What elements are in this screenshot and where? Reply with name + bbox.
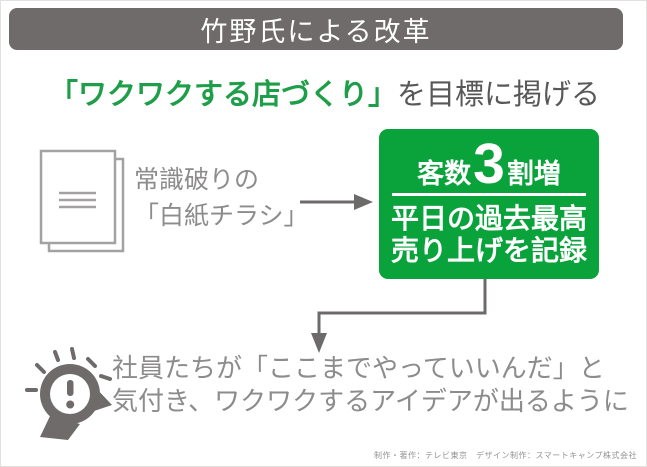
result-detail-line1: 平日の過去最高: [390, 203, 587, 234]
idea-head-exclamation-icon: [25, 347, 112, 440]
result-suffix: 割増: [506, 159, 561, 189]
elbow-arrow-down-icon: [311, 279, 487, 353]
result-headline: 客数 3 割増: [379, 129, 599, 193]
flyer-label-line1: 常識破りの: [134, 166, 260, 194]
page-title: 竹野氏による改革: [200, 16, 432, 47]
flyer-label-line2: 「白紙チラシ」: [134, 201, 309, 230]
result-number: 3: [473, 132, 505, 196]
arrow-right-icon: [300, 194, 373, 210]
result-divider: [392, 193, 586, 196]
result-detail-line2: 売り上げを記録: [390, 235, 587, 267]
result-detail: 平日の過去最高 売り上げを記録: [379, 203, 599, 268]
result-prefix: 客数: [417, 159, 472, 189]
flyer-label: 常識破りの 「白紙チラシ」: [134, 163, 309, 234]
title-banner: 竹野氏による改革: [9, 8, 623, 50]
result-box: 客数 3 割増 平日の過去最高 売り上げを記録: [379, 129, 599, 279]
credits-text: 制作・著作：テレビ東京 デザイン制作：スマートキャンプ株式会社: [373, 451, 637, 460]
insight-text: 社員たちが「ここまでやっていいんだ」と 気付き、ワクワクするアイデアが出るように: [112, 352, 629, 418]
document-pages-icon: [39, 149, 125, 253]
insight-line1: 社員たちが「ここまでやっていいんだ」と: [112, 353, 605, 383]
insight-line2: 気付き、ワクワクするアイデアが出るように: [112, 385, 629, 416]
goal-highlight: 「ワクワクする店づくり」: [48, 79, 397, 111]
goal-suffix: を目標に掲げる: [397, 79, 601, 111]
goal-statement: 「ワクワクする店づくり」を目標に掲げる: [1, 71, 646, 113]
